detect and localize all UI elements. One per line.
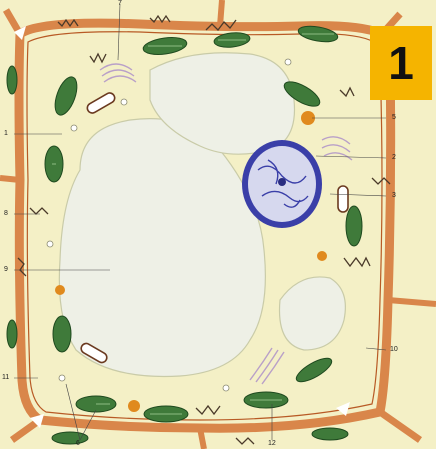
figure-number-badge: 1 [370, 26, 432, 100]
neighbour-wall-right [388, 300, 436, 304]
nucleolus [278, 178, 286, 186]
label-12: 12 [268, 440, 276, 448]
neighbour-wall-bottom [200, 428, 204, 449]
label-5: 5 [392, 114, 396, 122]
label-11: 11 [2, 374, 9, 382]
label-9: 9 [4, 266, 8, 274]
label-1: 1 [4, 130, 8, 138]
label-8: 8 [4, 210, 8, 218]
label-2: 2 [392, 154, 396, 162]
label-3: 3 [392, 192, 396, 200]
label-7: 7 [118, 0, 122, 8]
label-10: 10 [390, 346, 398, 354]
label-6: 6 [76, 440, 80, 448]
neighbour-wall-top [220, 0, 222, 26]
figure-number: 1 [388, 36, 414, 90]
neighbour-wall-left [0, 178, 20, 180]
